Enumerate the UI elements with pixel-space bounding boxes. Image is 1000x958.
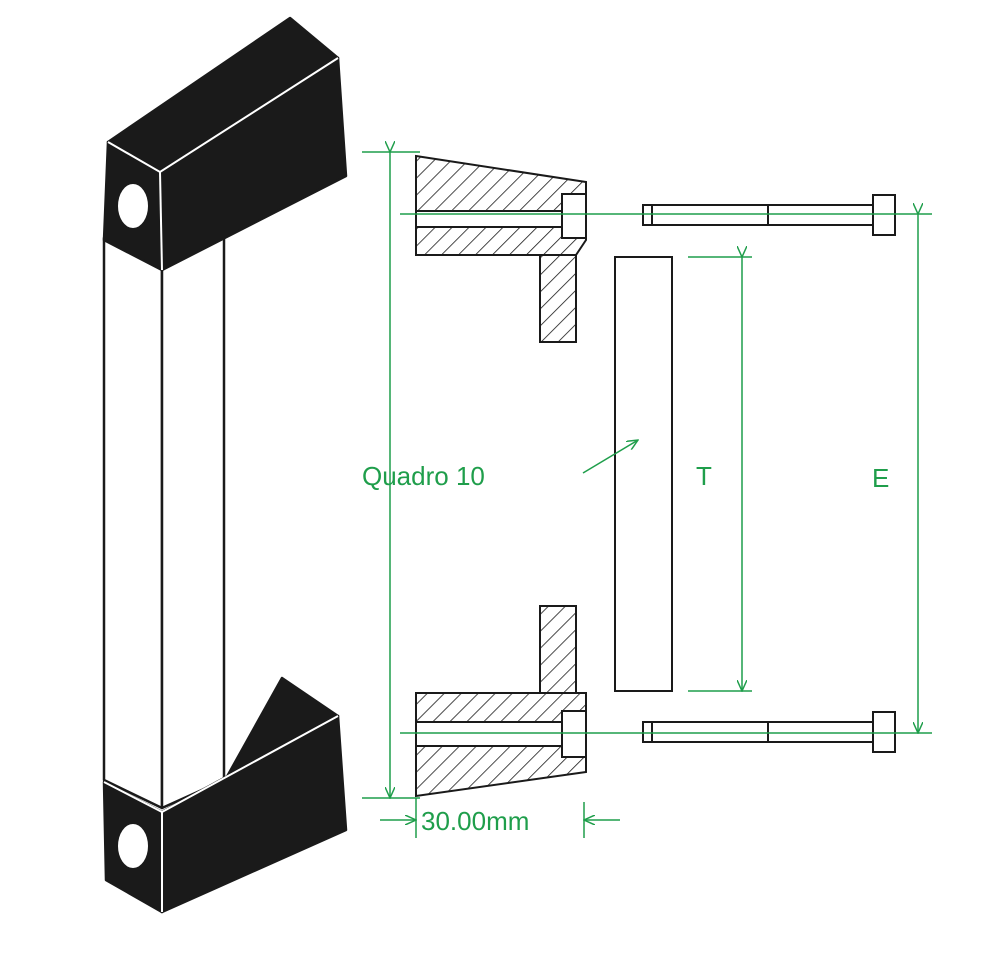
- bottom-screw-head: [872, 711, 896, 753]
- bottom-cap-counterbore: [561, 710, 587, 758]
- bottom-cap-flange: [539, 605, 577, 694]
- bottom-screw: [642, 711, 896, 753]
- top-cap-upper-part: [415, 154, 587, 212]
- bottom-cap-upper-part: [415, 692, 587, 723]
- handle-3d-view: [102, 16, 348, 914]
- bar-side-face: [160, 236, 226, 810]
- bottom-cap-lower-part: [415, 745, 587, 798]
- bottom-cap-bore: [415, 721, 587, 747]
- bottom-screw-shank: [642, 721, 876, 743]
- profile-leader-arrow: [582, 440, 638, 474]
- dimension-lines: [362, 152, 932, 838]
- handle-3d-highlights: [103, 57, 339, 912]
- tube-section: [614, 256, 673, 692]
- e-label: E: [872, 463, 889, 493]
- bar-front-face: [102, 236, 164, 810]
- top-screw-head: [872, 194, 896, 236]
- top-cap-lower-part: [415, 226, 587, 256]
- top-cap-flange: [539, 254, 577, 343]
- top-screw: [642, 194, 896, 236]
- profile-label: Quadro 10: [362, 461, 485, 491]
- top-screw-shank: [642, 204, 876, 226]
- t-label: T: [696, 461, 712, 491]
- top-end-cap-section: [415, 154, 587, 343]
- top-mount-hole: [118, 184, 148, 228]
- bottom-end-cap-section: [415, 605, 587, 798]
- depth-label: 30.00mm: [421, 806, 529, 836]
- bottom-mount-hole: [118, 824, 148, 868]
- top-cap-counterbore: [561, 193, 587, 239]
